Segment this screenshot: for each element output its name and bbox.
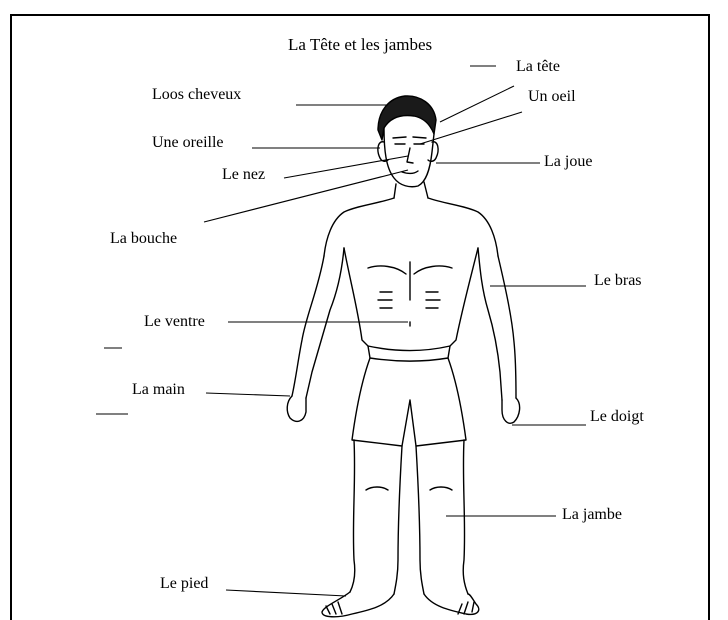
neck-left bbox=[394, 184, 396, 198]
leader-hand bbox=[206, 393, 290, 396]
arm-right-inner bbox=[478, 248, 502, 400]
neck-right bbox=[424, 182, 428, 198]
shorts-outline bbox=[352, 358, 466, 446]
knee-left bbox=[366, 487, 388, 490]
shoulder-right bbox=[428, 198, 498, 256]
torso-right bbox=[450, 248, 478, 346]
torso-left bbox=[344, 248, 368, 346]
leg-right-outer bbox=[463, 440, 468, 594]
shorts-waistband bbox=[368, 346, 450, 361]
label-mouth: La bouche bbox=[110, 230, 177, 248]
arm-left-inner bbox=[306, 248, 344, 398]
label-hand: La main bbox=[132, 381, 185, 399]
label-nose: Le nez bbox=[222, 166, 265, 184]
chest-right bbox=[414, 266, 452, 274]
page-title: La Tête et les jambes bbox=[288, 36, 432, 54]
shoulder-left bbox=[324, 198, 394, 256]
label-leg: La jambe bbox=[562, 506, 622, 524]
hand-left bbox=[287, 396, 306, 421]
arm-left-outer bbox=[292, 256, 324, 396]
label-belly: Le ventre bbox=[144, 313, 205, 331]
head-outline bbox=[384, 128, 434, 187]
leader-head bbox=[440, 86, 514, 122]
human-figure bbox=[287, 96, 519, 617]
hair-shape bbox=[378, 96, 436, 140]
toes-left bbox=[326, 602, 342, 614]
label-arm: Le bras bbox=[594, 272, 642, 290]
label-foot: Le pied bbox=[160, 575, 208, 593]
label-hair: Loos cheveux bbox=[152, 86, 241, 104]
leg-right-inner bbox=[416, 446, 424, 594]
leader-foot bbox=[226, 590, 346, 596]
foot-right bbox=[424, 594, 479, 614]
label-head: La tête bbox=[516, 58, 560, 76]
knee-right bbox=[430, 487, 452, 490]
label-ear: Une oreille bbox=[152, 134, 224, 152]
hand-right bbox=[502, 398, 520, 423]
brow-right bbox=[413, 137, 426, 138]
label-eye: Un oeil bbox=[528, 88, 576, 106]
chest-left bbox=[368, 266, 406, 274]
leg-left-inner bbox=[394, 446, 402, 594]
label-cheek: La joue bbox=[544, 153, 592, 171]
leg-left-outer bbox=[350, 440, 355, 592]
abs-marks bbox=[378, 292, 440, 308]
label-finger: Le doigt bbox=[590, 408, 644, 426]
brow-left bbox=[393, 137, 406, 138]
